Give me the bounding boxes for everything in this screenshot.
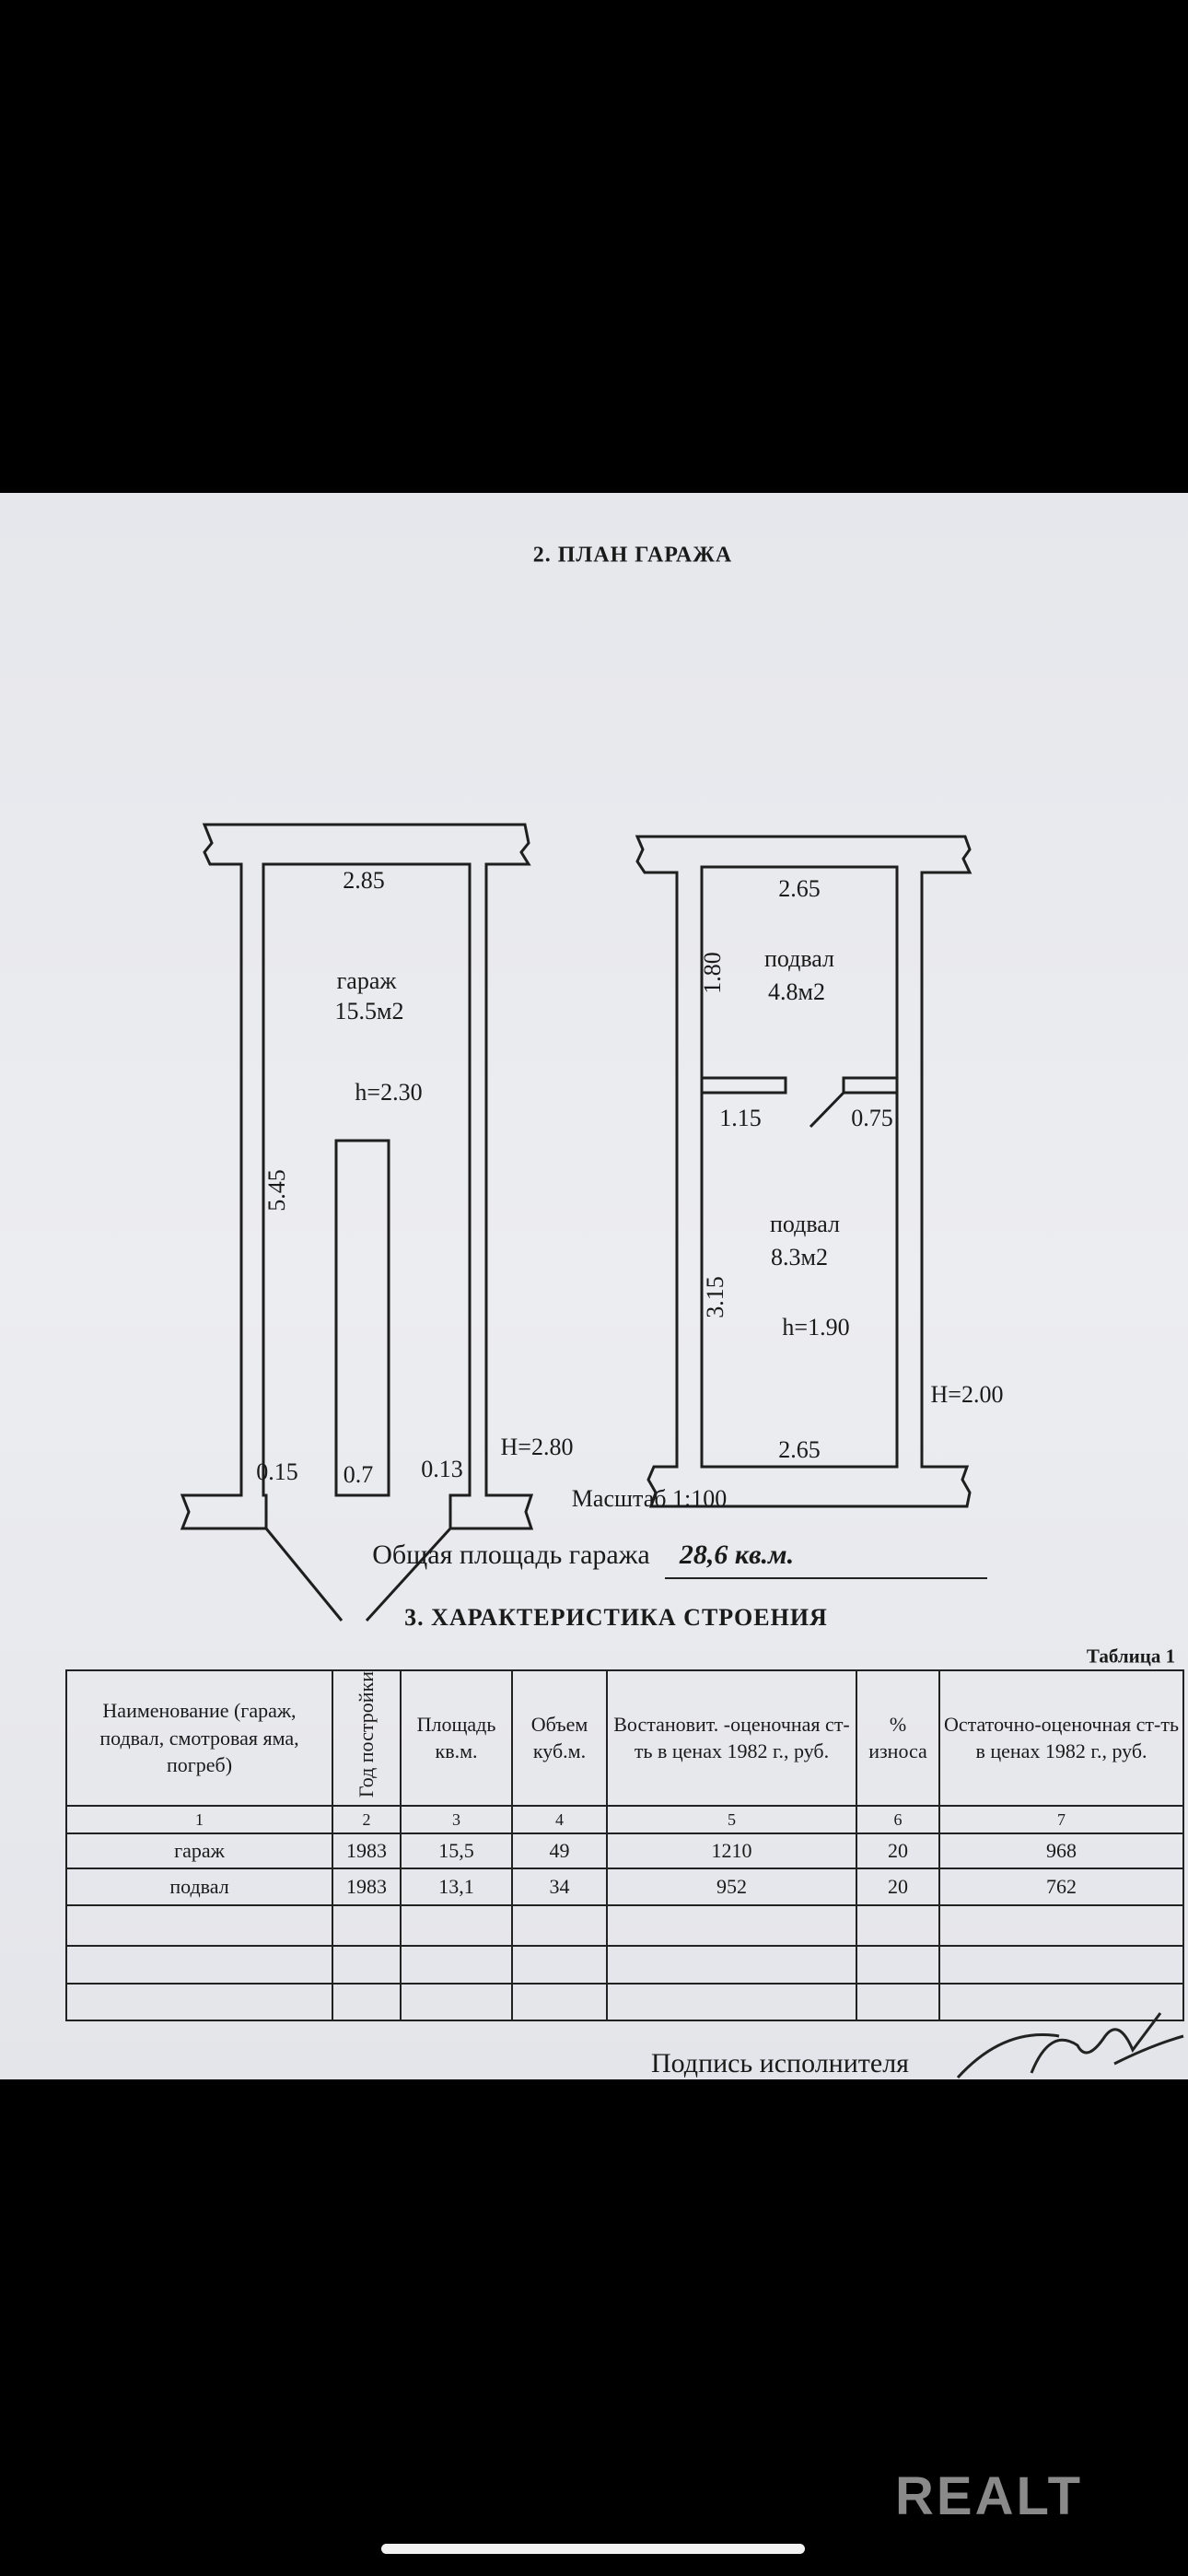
- header-name: Наименование (гараж, подвал, смотровая я…: [65, 1669, 333, 1807]
- header-volume: Объем куб.м.: [511, 1669, 608, 1807]
- cell-residual-cost: 968: [938, 1832, 1184, 1869]
- cell-restoration-cost: 952: [606, 1867, 857, 1906]
- inspection-pit: [334, 1139, 390, 1497]
- table-row-empty: [65, 1903, 1184, 1947]
- header-restoration-cost: Востановит. -оценочная ст-ть в ценах 198…: [606, 1669, 857, 1807]
- pit-width: 0.7: [343, 1461, 374, 1488]
- total-area-label: Общая площадь гаража: [372, 1540, 650, 1570]
- header-year: Год постройки: [354, 1671, 378, 1798]
- signature-label: Подпись исполнителя: [651, 2048, 909, 2078]
- cellar-walls: [635, 835, 973, 1508]
- cell-restoration-cost: 1210: [606, 1832, 857, 1869]
- garage-room-area: 15.5м2: [334, 998, 404, 1025]
- cellar-upper-name: подвал: [763, 945, 835, 972]
- cellar-upper-length: 1.80: [699, 952, 726, 994]
- total-area-value: 28,6 кв.м.: [679, 1540, 795, 1570]
- table-label: Таблица 1: [1086, 1645, 1176, 1668]
- cellar-width-top: 2.65: [778, 875, 821, 902]
- home-indicator[interactable]: [381, 2544, 805, 2554]
- garage-left-offset: 0.15: [256, 1458, 298, 1485]
- area-underline: [665, 1577, 987, 1579]
- col-number: 1: [65, 1804, 333, 1834]
- col-number: 6: [856, 1804, 940, 1834]
- entrance-arrow-left: [264, 1528, 344, 1622]
- table-header-row: Наименование (гараж, подвал, смотровая я…: [65, 1669, 1184, 1807]
- table-number-row: 1 2 3 4 5 6 7: [65, 1804, 1184, 1834]
- garage-top-wall: [180, 823, 534, 1530]
- door-swing: [809, 1091, 845, 1129]
- cell-name: гараж: [65, 1832, 333, 1869]
- cell-area: 13,1: [400, 1867, 513, 1906]
- table-row-empty: [65, 1944, 1184, 1985]
- garage-room-height: h=2.30: [355, 1079, 423, 1106]
- header-wear: % износа: [856, 1669, 940, 1807]
- realt-watermark-logo: REALT: [895, 2466, 1084, 2526]
- cell-wear: 20: [856, 1832, 940, 1869]
- partition-left-width: 1.15: [719, 1105, 762, 1131]
- col-number: 3: [400, 1804, 513, 1834]
- partition-right: [842, 1076, 899, 1095]
- col-number: 7: [938, 1804, 1184, 1834]
- cellar-lower-area: 8.3м2: [771, 1244, 828, 1270]
- col-number: 4: [511, 1804, 608, 1834]
- entrance-arrow-right: [365, 1527, 452, 1622]
- cell-residual-cost: 762: [938, 1867, 1184, 1906]
- building-characteristics-table: Наименование (гараж, подвал, смотровая я…: [65, 1669, 1184, 2021]
- cell-year: 1983: [332, 1867, 402, 1906]
- partition-left: [700, 1076, 787, 1095]
- col-number: 5: [606, 1804, 857, 1834]
- section-title: 3. ХАРАКТЕРИСТИКА СТРОЕНИЯ: [404, 1604, 828, 1631]
- cell-year: 1983: [332, 1832, 402, 1869]
- signature-scribble: [956, 2012, 1184, 2079]
- cell-volume: 34: [511, 1867, 608, 1906]
- partition-right-width: 0.75: [851, 1105, 893, 1131]
- table-row: подвал 1983 13,1 34 952 20 762: [65, 1867, 1184, 1906]
- garage-length: 5.45: [263, 1169, 290, 1212]
- garage-total-height: H=2.80: [500, 1434, 574, 1460]
- table-row-empty: [65, 1982, 1184, 2021]
- cellar-width-bottom: 2.65: [778, 1436, 821, 1463]
- cell-wear: 20: [856, 1867, 940, 1906]
- garage-width: 2.85: [343, 867, 385, 894]
- cellar-upper-area: 4.8м2: [768, 978, 825, 1005]
- garage-room-name: гараж: [336, 967, 397, 994]
- cellar-lower-name: подвал: [769, 1211, 841, 1237]
- header-area: Площадь кв.м.: [400, 1669, 513, 1807]
- scale-label: Масштаб 1:100: [571, 1485, 728, 1512]
- cell-area: 15,5: [400, 1832, 513, 1869]
- table-row: гараж 1983 15,5 49 1210 20 968: [65, 1832, 1184, 1869]
- cell-name: подвал: [65, 1867, 333, 1906]
- garage-right-offset: 0.13: [421, 1456, 463, 1482]
- plan-title: 2. ПЛАН ГАРАЖА: [532, 543, 733, 568]
- col-number: 2: [332, 1804, 402, 1834]
- cellar-room-height: h=1.90: [782, 1314, 850, 1341]
- cellar-total-height: H=2.00: [930, 1381, 1004, 1408]
- header-residual-cost: Остаточно-оценочная ст-ть в ценах 1982 г…: [938, 1669, 1184, 1807]
- cellar-lower-length: 3.15: [702, 1276, 728, 1318]
- cell-volume: 49: [511, 1832, 608, 1869]
